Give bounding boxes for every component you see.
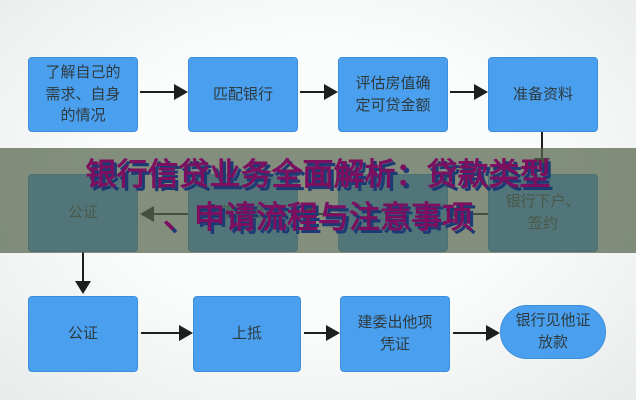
flow-node-prepare-documents: 准备资料 bbox=[488, 57, 598, 132]
flow-node-notarization: 公证 bbox=[28, 296, 138, 372]
flow-node-lien-certificate: 建委出他项 凭证 bbox=[340, 296, 450, 372]
flow-node-loan-disbursement: 银行见他证 放款 bbox=[500, 305, 606, 359]
flow-node-assess-house-value: 评估房值确 定可贷金额 bbox=[338, 57, 448, 132]
arrow-right-icon bbox=[304, 325, 340, 341]
banner-title-line1: 银行信贷业务全面解析：贷款类型 bbox=[85, 157, 551, 192]
arrow-right-icon bbox=[141, 325, 193, 341]
title-banner-overlay: 银行信贷业务全面解析：贷款类型 、申请流程与注意事项 bbox=[0, 148, 636, 253]
arrow-right-icon bbox=[453, 325, 500, 341]
banner-title: 银行信贷业务全面解析：贷款类型 、申请流程与注意事项 bbox=[12, 148, 624, 239]
arrow-right-icon bbox=[450, 84, 488, 100]
arrow-right-icon bbox=[140, 84, 188, 100]
arrow-down-icon bbox=[75, 252, 91, 294]
flow-node-understand-needs: 了解自己的 需求、自身 的情况 bbox=[28, 57, 138, 132]
arrow-right-icon bbox=[300, 84, 338, 100]
flow-node-register-mortgage: 上抵 bbox=[193, 296, 301, 372]
banner-title-line2: 、申请流程与注意事项 bbox=[163, 200, 473, 235]
flow-node-match-bank: 匹配银行 bbox=[188, 57, 298, 132]
